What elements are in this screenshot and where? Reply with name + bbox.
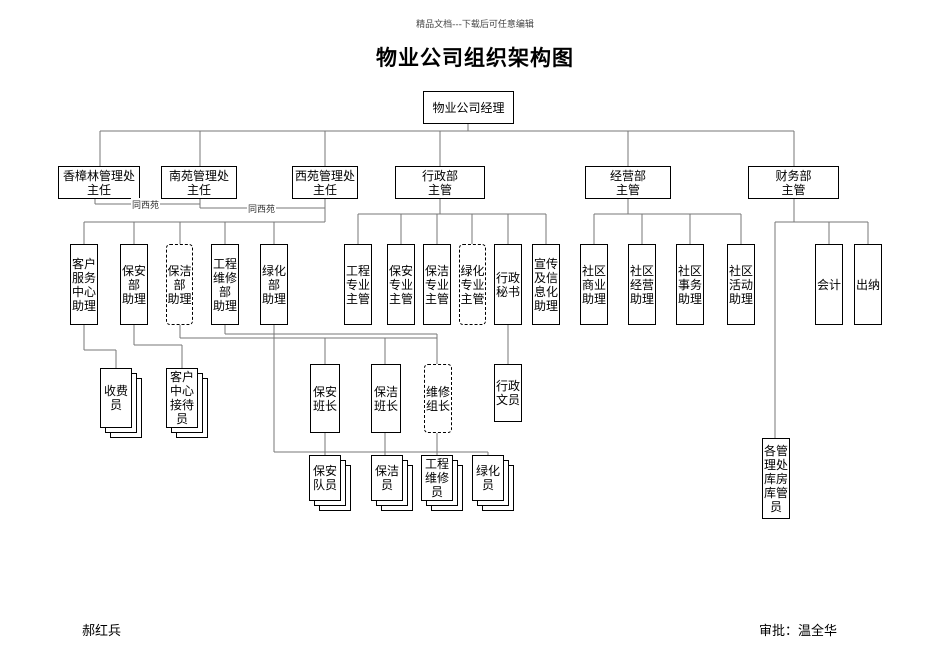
reception-staff-stack: 客户 中心 接待 员 [166, 368, 210, 440]
link-note: 同西苑 [131, 198, 161, 211]
accountant: 会计 [815, 244, 843, 325]
fee-collector-stack: 收费 员 [100, 368, 144, 440]
link-note: 同西苑 [247, 202, 277, 215]
header-note: 精品文档---下载后可任意编辑 [416, 20, 534, 30]
cleaning-team-lead: 保洁 班长 [371, 364, 401, 433]
xiangzhanglin-office-head: 香樟林管理处 主任 [58, 166, 140, 199]
maintenance-workers: 工程 维修 员 [421, 455, 453, 501]
maintenance-assistant: 工程 维修 部 助理 [211, 244, 239, 325]
community-affairs-assistant: 社区 事务 助理 [676, 244, 704, 325]
warehouse-keeper: 各管 理处 库房 库管 员 [762, 438, 790, 519]
fee-collector: 收费 员 [100, 368, 132, 428]
community-commerce-assistant: 社区 商业 助理 [580, 244, 608, 325]
engineering-supervisor: 工程 专业 主管 [344, 244, 372, 325]
community-events-assistant: 社区 活动 助理 [727, 244, 755, 325]
cleaning-assistant: 保洁 部 助理 [166, 244, 193, 325]
security-guards: 保安 队员 [309, 455, 341, 501]
greening-supervisor: 绿化 专业 主管 [459, 244, 486, 325]
security-supervisor: 保安 专业 主管 [387, 244, 415, 325]
cleaners: 保洁 员 [371, 455, 403, 501]
xiyuan-office-head: 西苑管理处 主任 [292, 166, 358, 199]
admin-dept-head: 行政部 主管 [395, 166, 485, 199]
customer-service-assistant: 客户 服务 中心 助理 [70, 244, 98, 325]
business-dept-head: 经营部 主管 [585, 166, 671, 199]
cleaners-stack: 保洁 员 [371, 455, 415, 513]
gardeners: 绿化 员 [472, 455, 504, 501]
security-assistant: 保安 部 助理 [120, 244, 148, 325]
chart-title: 物业公司组织架构图 [376, 46, 574, 70]
approver-name: 审批：温全华 [759, 624, 838, 639]
author-name: 郝红兵 [82, 624, 122, 639]
maintenance-team-lead: 维修 组长 [424, 364, 452, 433]
nanyuan-office-head: 南苑管理处 主任 [161, 166, 237, 199]
community-operations-assistant: 社区 经营 助理 [628, 244, 656, 325]
security-guards-stack: 保安 队员 [309, 455, 353, 513]
greening-assistant: 绿化 部 助理 [260, 244, 288, 325]
admin-clerk: 行政 文员 [494, 364, 522, 422]
cleaning-supervisor: 保洁 专业 主管 [423, 244, 451, 325]
finance-dept-head: 财务部 主管 [748, 166, 839, 199]
maintenance-workers-stack: 工程 维修 员 [421, 455, 465, 513]
publicity-assistant: 宣传 及信 息化 助理 [532, 244, 560, 325]
cashier: 出纳 [854, 244, 882, 325]
reception-staff: 客户 中心 接待 员 [166, 368, 198, 428]
gardeners-stack: 绿化 员 [472, 455, 516, 513]
ceo-box: 物业公司经理 [423, 91, 514, 124]
security-team-lead: 保安 班长 [310, 364, 340, 433]
admin-secretary: 行政 秘书 [494, 244, 522, 325]
